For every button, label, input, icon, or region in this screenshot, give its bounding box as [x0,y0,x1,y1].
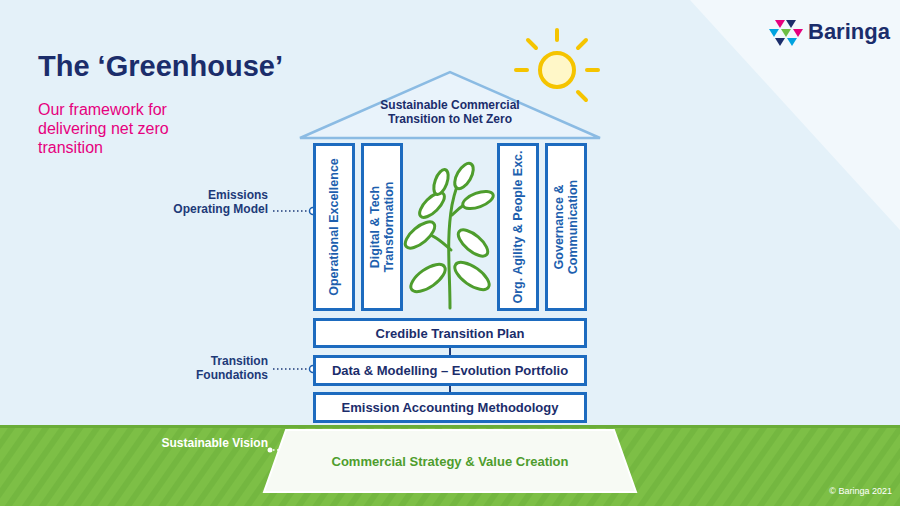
copyright: © Baringa 2021 [829,486,892,496]
plant [401,160,495,308]
connector-line [449,348,451,355]
foundation-band: Data & Modelling – Evolution Portfolio [313,355,587,386]
roof-text: Sustainable Commercial Transition to Net… [370,98,530,126]
pillar-text: Governance & Communication [549,148,583,306]
base-shape [264,430,636,492]
pillar-text: Operational Excellence [317,148,351,306]
sky-highlight [690,0,900,230]
pillar-box: Digital & Tech Transformation [361,143,403,311]
roof-shape [300,72,600,138]
band-text: Data & Modelling – Evolution Portfolio [332,363,568,378]
foundation-band: Credible Transition Plan [313,318,587,348]
title: The ‘Greenhouse’ [38,50,283,83]
pillar-text: Digital & Tech Transformation [365,148,399,306]
pillar-box: Org. Agility & People Exc. [497,143,539,311]
sun [516,30,598,100]
pillar-box: Governance & Communication [545,143,587,311]
roof-triangle: Sustainable Commercial Transition to Net… [298,70,602,140]
leader-line [273,210,309,212]
leader-dot [268,448,273,453]
pillar-box: Operational Excellence [313,143,355,311]
leader-line [273,368,309,370]
side-label: Emissions Operating Model [158,188,268,216]
subtitle: Our framework for delivering net zero tr… [38,100,228,157]
foundation-band: Emission Accounting Methodology [313,392,587,423]
logo-icon [769,20,803,46]
base-trapezoid: Commercial Strategy & Value Creation [264,430,636,492]
base-text: Commercial Strategy & Value Creation [332,454,569,469]
side-label: Sustainable Vision [158,436,268,450]
side-label: Transition Foundations [158,354,268,382]
band-text: Credible Transition Plan [376,326,525,341]
logo-text: Baringa [808,19,890,45]
grass [0,425,900,506]
leader-lines [273,211,309,450]
grass-edge [0,425,900,428]
band-text: Emission Accounting Methodology [342,400,559,415]
pillar-text: Org. Agility & People Exc. [501,148,535,306]
